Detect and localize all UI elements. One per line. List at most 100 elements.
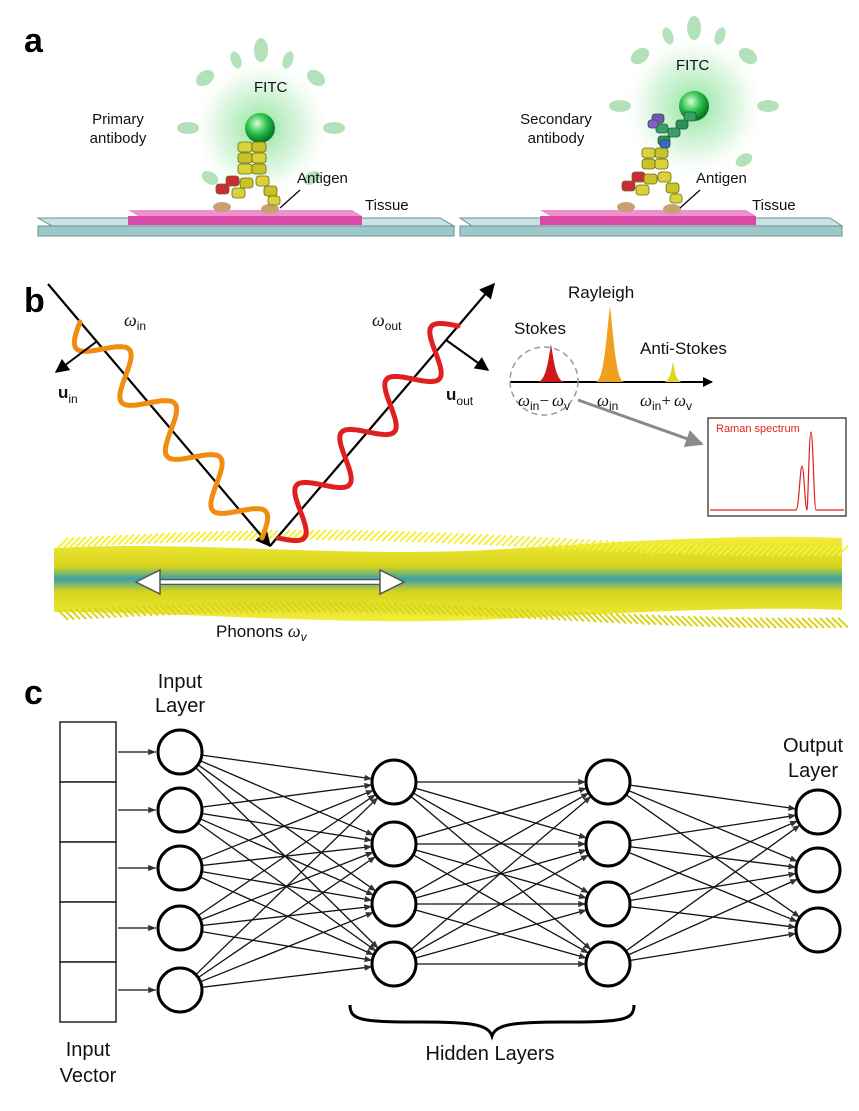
layer-spike (339, 529, 351, 541)
layer-spike (309, 529, 321, 541)
layer-spike (627, 541, 639, 553)
layer-spike (417, 603, 429, 615)
layer-spike (555, 609, 567, 622)
layer-spike (819, 617, 831, 629)
layer-spike (747, 616, 759, 629)
layer-spike (339, 601, 351, 613)
zoom-pointer (577, 398, 704, 448)
layer-spike (741, 544, 753, 557)
layer-spike (471, 605, 483, 618)
layer-spike (81, 607, 93, 620)
output-layer-label-1: Output (783, 735, 843, 757)
layer-spike (627, 613, 639, 625)
anti-stokes-freq-label: ωin+ωv (640, 391, 692, 413)
network-edge (197, 764, 377, 892)
layer-spike (579, 610, 591, 623)
layer-spike (81, 535, 93, 548)
panel-letter-b: b (24, 282, 45, 320)
network-node (584, 758, 632, 806)
layer-spike (345, 601, 357, 614)
layer-spike (261, 601, 273, 613)
layer-spike (423, 531, 435, 544)
layer-spike (531, 608, 543, 620)
layer-spike (831, 545, 843, 557)
layer-spike (495, 606, 507, 619)
layer-spike (723, 616, 735, 628)
network-nodes (156, 728, 842, 1014)
incident-wave (71, 319, 271, 541)
layer-spike (693, 615, 705, 628)
antibody-label-left-2: antibody (90, 130, 147, 147)
layer-spike (105, 606, 117, 619)
antibody-label-right-2: antibody (528, 130, 585, 147)
network-node (370, 820, 418, 868)
layer-spike (555, 537, 567, 550)
layer-spike (537, 536, 549, 549)
phonon-arrow-left-head (134, 568, 161, 596)
layer-spike (147, 604, 159, 617)
layer-spike (639, 541, 651, 554)
layer-spike (219, 530, 231, 542)
layer-spike (747, 544, 759, 557)
layer-spike (771, 545, 783, 557)
panel-b: b ωin ωout uin uout Phonons ωv (24, 282, 849, 644)
antigen-left-2 (261, 204, 279, 214)
layer-spike (57, 537, 69, 549)
layer-spike (75, 608, 87, 620)
layer-spike (171, 531, 183, 544)
layer-spike (483, 606, 495, 618)
layer-spike (363, 529, 375, 542)
output-layer-label-2: Layer (788, 760, 838, 782)
layer-spike (309, 601, 321, 613)
layer-spike (495, 534, 507, 547)
layer-spike (645, 614, 657, 626)
layer-spike (465, 533, 477, 545)
layer-spike (801, 545, 813, 557)
layer-spike (321, 529, 333, 541)
network-edge (628, 789, 798, 863)
layer-spike (489, 606, 501, 618)
layer-spike (411, 531, 423, 543)
input-vector (59, 721, 156, 1023)
layer-spike (345, 529, 357, 542)
network-edge (199, 760, 375, 836)
layer-spike (675, 615, 687, 627)
network-node (156, 786, 204, 834)
layer-spike (213, 602, 225, 614)
layer-spike (393, 530, 405, 543)
layer-spike (447, 532, 459, 545)
layer-spike (327, 529, 339, 541)
layer-spike (303, 601, 315, 613)
panel-a-right: FITC Secondary antibody Antigen Tissue (458, 16, 844, 237)
layer-spike (699, 615, 711, 628)
layer-spike (681, 543, 693, 555)
layer-spike (483, 534, 495, 546)
layer-spike (507, 535, 519, 547)
layer-spike (69, 608, 81, 620)
layer-spike (477, 533, 489, 546)
antibody-label-left-1: Primary (92, 111, 144, 128)
layer-spike (321, 601, 333, 613)
network-edge (201, 844, 373, 867)
layer-spike (141, 533, 153, 545)
layer-spike (813, 617, 825, 629)
layer-spike (693, 543, 705, 556)
layer-spike (591, 539, 603, 551)
stokes-label: Stokes (514, 319, 566, 338)
layer-spike (111, 606, 123, 618)
tissue-left-front (128, 216, 362, 225)
layer-spike (435, 532, 447, 544)
layer-spike (699, 543, 711, 556)
network-edge (200, 911, 374, 983)
layer-spike (837, 616, 849, 629)
layer-spike (375, 602, 387, 614)
network-edge (629, 813, 797, 842)
network-edge (629, 846, 797, 870)
layer-spike (663, 614, 675, 627)
layer-spike (465, 605, 477, 617)
network-node (156, 904, 204, 952)
layer-spike (609, 612, 621, 624)
layer-spike (759, 617, 771, 629)
stokes-peak (538, 344, 564, 382)
layer-spike (741, 616, 753, 629)
